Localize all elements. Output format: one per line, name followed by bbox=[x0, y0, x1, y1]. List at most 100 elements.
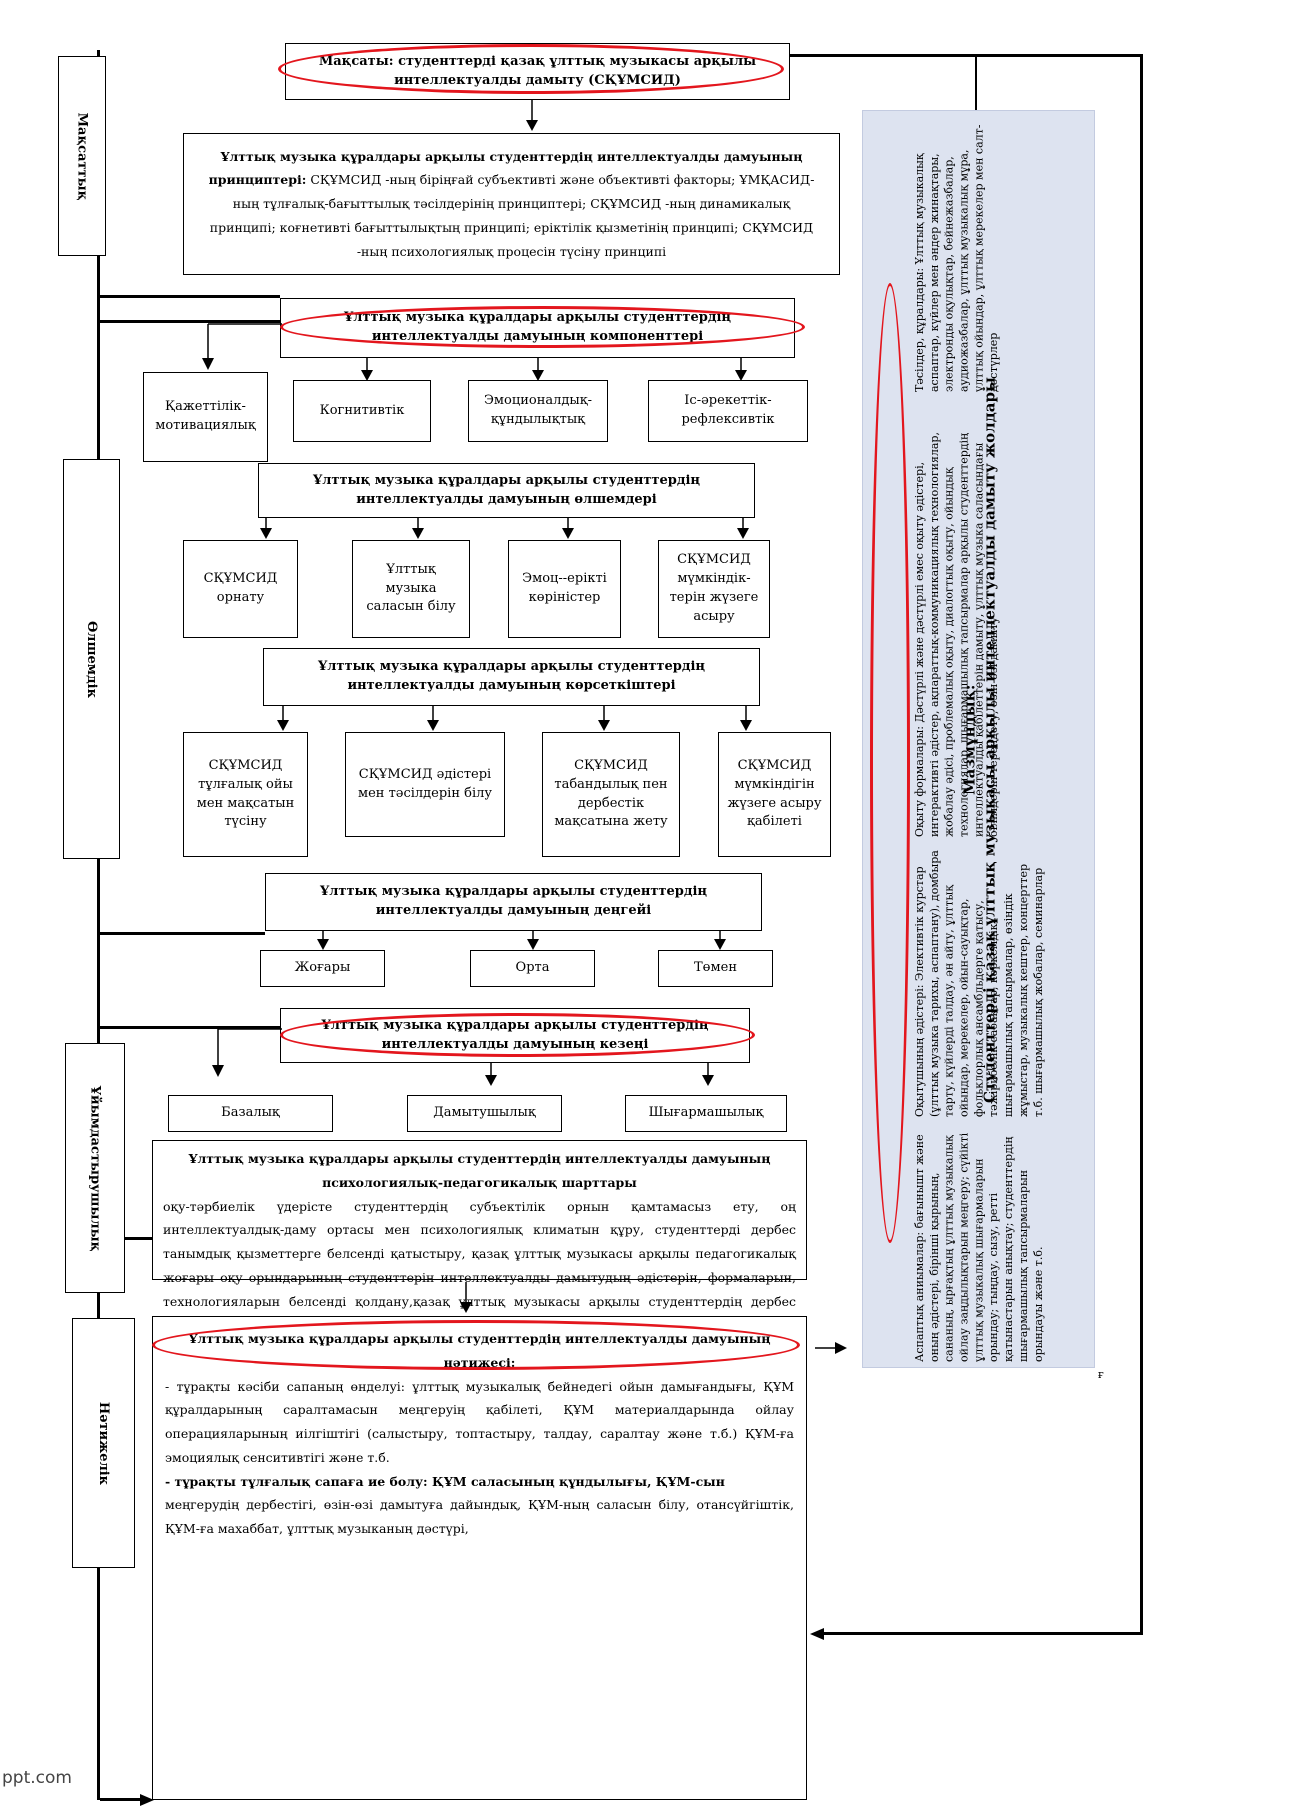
side-label-result: Нәтижелік bbox=[72, 1318, 135, 1568]
criteria-item-2: Ұлттық музыка саласын білу bbox=[352, 540, 470, 638]
conditions-box: Ұлттық музыка құралдары арқылы студентте… bbox=[152, 1140, 807, 1332]
side-label-result-text: Нәтижелік bbox=[96, 1401, 111, 1485]
arrow-indicators-4 bbox=[740, 706, 752, 731]
side-label-criteria-text: Өлшемдік bbox=[84, 620, 99, 698]
criteria-item-4: СҚҰМСИД мүмкіндік-терін жүзеге асыру bbox=[658, 540, 770, 638]
stage-item-1-text: Базалық bbox=[221, 1105, 280, 1121]
levels-title: Ұлттық музыка құралдары арқылы студентте… bbox=[319, 884, 708, 918]
criteria-item-1-text: СҚҰМСИД орнату bbox=[203, 571, 278, 605]
result-paragraph-1: - тұрақты кәсіби сапаның өнделуі: ұлттық… bbox=[165, 1378, 794, 1465]
conditions-title: Ұлттық музыка құралдары арқылы студентте… bbox=[188, 1151, 771, 1190]
arrow-spine-to-result bbox=[140, 1794, 154, 1806]
criteria-item-2-text: Ұлттық музыка саласын білу bbox=[366, 561, 456, 615]
arrow-components-branch bbox=[202, 323, 282, 370]
indicator-item-2-text: СҚҰМСИД әдістері мен тәсілдерін білу bbox=[357, 766, 493, 801]
side-label-organizational: Ұйымдастырушылық bbox=[65, 1043, 125, 1293]
spine-branch-6 bbox=[120, 1237, 152, 1240]
side-label-organizational-text: Ұйымдастырушылық bbox=[87, 1085, 103, 1251]
right-panel-column-1: Аспаптық аниымалар: бағынышт және оның ә… bbox=[913, 1132, 1045, 1362]
level-item-2-text: Орта bbox=[515, 960, 550, 976]
stage-item-2-text: Дамытушылық bbox=[433, 1105, 536, 1121]
indicator-item-4: СҚҰМСИД мүмкіндігін жүзеге асыру қабілет… bbox=[718, 732, 831, 857]
arrow-levels-1 bbox=[317, 931, 329, 950]
indicators-title-box: Ұлттық музыка құралдары арқылы студентте… bbox=[263, 648, 760, 706]
arrow-stages-2 bbox=[485, 1063, 497, 1086]
arrow-levels-3 bbox=[714, 931, 726, 950]
panel-divider-line bbox=[975, 56, 977, 136]
criteria-item-1: СҚҰМСИД орнату bbox=[183, 540, 298, 638]
spine-branch-3 bbox=[100, 932, 265, 935]
stage-item-3-text: Шығармашылық bbox=[648, 1105, 764, 1121]
side-label-goal: Мақсаттық bbox=[58, 56, 106, 256]
right-panel: Мазмұндық: Студенттерді қазақ ұлттық муз… bbox=[862, 110, 1095, 1368]
right-frame-line bbox=[1140, 54, 1143, 1634]
criteria-item-3: Эмоц--ерікті көріністер bbox=[508, 540, 621, 638]
criteria-item-4-text: СҚҰМСИД мүмкіндік-терін жүзеге асыру bbox=[669, 552, 759, 624]
component-item-4: Іс-әрекеттік-рефлексивтік bbox=[648, 380, 808, 442]
stages-title-box: Ұлттық музыка құралдары арқылы студентте… bbox=[280, 1008, 750, 1063]
spine-branch-1 bbox=[100, 295, 280, 298]
component-item-4-text: Іс-әрекеттік-рефлексивтік bbox=[681, 393, 775, 427]
spine-branch-4 bbox=[100, 1026, 280, 1029]
right-panel-column-3: Оқыту формалары: Дәстүрлі және дәстүрлі … bbox=[913, 432, 1001, 837]
principles-text: СҚҰМСИД -ның біріңғай субъективті және о… bbox=[209, 172, 815, 259]
criteria-item-3-text: Эмоц--ерікті көріністер bbox=[522, 571, 607, 605]
indicator-item-4-text: СҚҰМСИД мүмкіндігін жүзеге асыру қабілет… bbox=[727, 757, 822, 830]
result-title: Ұлттық музыка құралдары арқылы студентте… bbox=[188, 1331, 771, 1370]
level-item-1-text: Жоғары bbox=[294, 960, 351, 976]
spine-branch-5 bbox=[100, 1798, 140, 1801]
goal-box: Мақсаты: студенттерді қазақ ұлттық музык… bbox=[285, 43, 790, 100]
component-item-1: Қажеттілік-мотивациялық bbox=[143, 372, 268, 462]
stage-item-1: Базалық bbox=[168, 1095, 333, 1132]
side-label-goal-text: Мақсаттық bbox=[74, 112, 90, 200]
result-paragraph-3: меңгерудің дербестігі, өзін-өзі дамытуға… bbox=[165, 1497, 794, 1536]
indicators-title: Ұлттық музыка құралдары арқылы студентте… bbox=[317, 659, 706, 693]
indicator-item-3-text: СҚҰМСИД табандылық пен дербестік мақсаты… bbox=[554, 757, 668, 830]
arrow-components-3 bbox=[532, 358, 544, 381]
arrow-components-2 bbox=[361, 358, 373, 381]
level-item-2: Орта bbox=[470, 950, 595, 987]
arrow-levels-2 bbox=[527, 931, 539, 950]
right-panel-column-4: Тәсілдер, құралдары: Ұлттық музыкалық ас… bbox=[913, 124, 1001, 392]
goal-text: Мақсаты: студенттерді қазақ ұлттық музык… bbox=[318, 53, 757, 88]
arrow-result-to-panel bbox=[815, 1342, 847, 1354]
arrow-criteria-4 bbox=[737, 518, 749, 539]
result-box: Ұлттық музыка құралдары арқылы студентте… bbox=[152, 1316, 807, 1800]
left-spine bbox=[97, 50, 100, 1800]
stages-title: Ұлттық музыка құралдары арқылы студентте… bbox=[321, 1017, 709, 1052]
arrow-stages-3 bbox=[702, 1063, 714, 1086]
indicator-item-1: СҚҰМСИД тұлғалық ойы мен мақсатын түсіну bbox=[183, 732, 308, 857]
footnote-mark: ғ bbox=[1098, 1368, 1104, 1381]
component-item-3: Эмоционалдық-құндылықтық bbox=[468, 380, 608, 442]
arrow-components-4 bbox=[735, 358, 747, 381]
arrow-indicators-3 bbox=[598, 706, 610, 731]
arrow-feedback-to-result bbox=[810, 1628, 824, 1640]
indicator-item-1-text: СҚҰМСИД тұлғалық ойы мен мақсатын түсіну bbox=[196, 757, 295, 830]
component-item-1-text: Қажеттілік-мотивациялық bbox=[155, 399, 256, 433]
criteria-title-box: Ұлттық музыка құралдары арқылы студентте… bbox=[258, 463, 755, 518]
level-item-1: Жоғары bbox=[260, 950, 385, 987]
bottom-feedback-line bbox=[820, 1632, 1143, 1635]
right-panel-column-2: Оқытушының әдістері: Элективтік курстар … bbox=[913, 850, 1045, 1117]
arrow-stages-branch bbox=[212, 1028, 282, 1077]
stage-item-2: Дамытушылық bbox=[407, 1095, 562, 1132]
arrow-criteria-3 bbox=[562, 518, 574, 539]
component-item-2-text: Когнитивтік bbox=[319, 402, 405, 418]
conditions-text: оқу-тәрбиелік үдерісте студенттердің суб… bbox=[163, 1198, 796, 1333]
stage-item-3: Шығармашылық bbox=[625, 1095, 787, 1132]
spine-branch-2 bbox=[100, 320, 280, 323]
levels-title-box: Ұлттық музыка құралдары арқылы студентте… bbox=[265, 873, 762, 931]
arrow-indicators-1 bbox=[277, 706, 289, 731]
side-label-criteria: Өлшемдік bbox=[63, 459, 120, 859]
result-paragraph-2: - тұрақты тұлғалық сапаға ие болу: ҚҰМ с… bbox=[165, 1473, 725, 1489]
indicator-item-2: СҚҰМСИД әдістері мен тәсілдерін білу bbox=[345, 732, 505, 837]
arrow-criteria-1 bbox=[260, 518, 272, 539]
arrow-conditions-result bbox=[460, 1282, 472, 1313]
principles-box: Ұлттық музыка құралдары арқылы студентте… bbox=[183, 133, 840, 275]
component-item-3-text: Эмоционалдық-құндылықтық bbox=[483, 393, 593, 427]
top-frame-line bbox=[790, 54, 1142, 57]
principles-title: Ұлттық музыка құралдары арқылы студентте… bbox=[208, 148, 803, 188]
indicator-item-3: СҚҰМСИД табандылық пен дербестік мақсаты… bbox=[542, 732, 680, 857]
components-title: Ұлттық музыка құралдары арқылы студентте… bbox=[343, 310, 732, 344]
components-title-box: Ұлттық музыка құралдары арқылы студентте… bbox=[280, 298, 795, 358]
